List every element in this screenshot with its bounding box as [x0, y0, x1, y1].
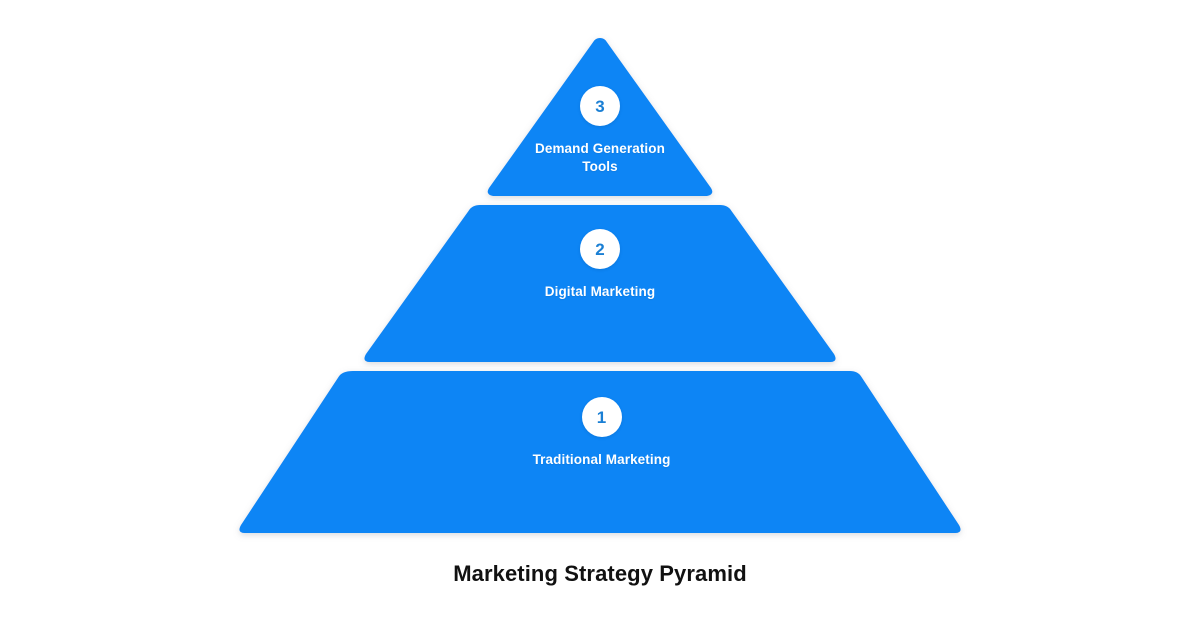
- tier-1-shape[interactable]: [239, 371, 961, 533]
- tier-2-label: Digital Marketing: [544, 284, 656, 299]
- tier-1-number-badge: 1: [581, 397, 622, 437]
- pyramid-tier-1[interactable]: 1 Traditional Marketing: [345, 397, 858, 469]
- diagram-title: Marketing Strategy Pyramid: [453, 561, 747, 586]
- tier-2-number-badge: 2: [580, 229, 620, 269]
- pyramid-tier-2[interactable]: 2 Digital Marketing: [472, 229, 728, 301]
- pyramid-tier-3[interactable]: 3 Demand Generation Tools: [485, 86, 715, 176]
- tier-3-label: Demand Generation Tools: [535, 141, 665, 174]
- tier-2-shape[interactable]: [364, 205, 836, 362]
- tier-3-number-badge: 3: [580, 86, 620, 126]
- tier-1-label: Traditional Marketing: [532, 452, 671, 467]
